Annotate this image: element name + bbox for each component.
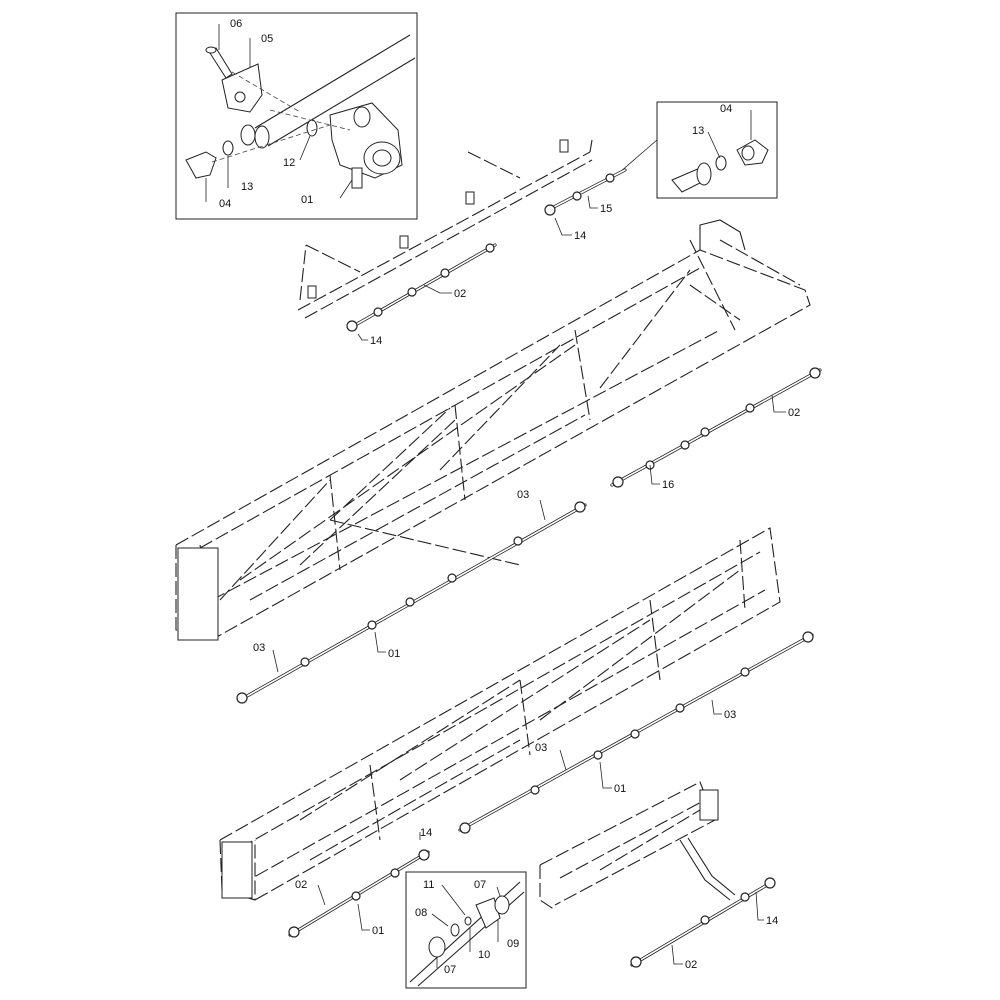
callout-13: 13: [241, 181, 253, 193]
callout-03: 03: [253, 642, 265, 654]
detail-inset-cap: 04 13: [619, 101, 778, 199]
nozzle-icon: [459, 631, 814, 834]
callout-09: 09: [507, 938, 519, 950]
nozzle-icon: [630, 877, 776, 968]
callout-07: 07: [474, 879, 486, 891]
callout-11: 11: [423, 879, 434, 891]
nozzle-icon: [612, 367, 821, 488]
boom-section-outer: [539, 781, 736, 911]
callout-12: 12: [283, 157, 295, 169]
bracket-part: [221, 63, 263, 113]
boom-tip-section: [297, 139, 593, 319]
nozzle-icon: [236, 501, 586, 704]
nozzle-icon: [544, 173, 615, 216]
callout-08: 08: [415, 907, 427, 919]
callout-02: 02: [295, 879, 307, 891]
callout-03: 03: [724, 709, 736, 721]
detail-inset-fitting: 11 07 08 10 09 07: [405, 871, 527, 989]
callout-15: 15: [600, 203, 612, 215]
boom-section-middle: [219, 527, 781, 901]
callout-05: 05: [261, 33, 273, 45]
callout-03: 03: [517, 489, 529, 501]
callout-03: 03: [535, 742, 547, 754]
detail-inset-nozzle-body: 06 05 12 13 04 01: [175, 12, 418, 220]
callout-01: 01: [614, 783, 626, 795]
callouts-main: 15 14 02 14 02 16 03 03 01 03 03 01 14 0…: [253, 195, 800, 971]
callout-02: 02: [788, 407, 800, 419]
callout-06: 06: [230, 18, 242, 30]
callout-14: 14: [574, 230, 586, 242]
callout-02: 02: [685, 959, 697, 971]
callout-01: 01: [301, 194, 313, 206]
callout-14: 14: [370, 335, 382, 347]
nozzle-icon: [346, 243, 495, 332]
callout-04: 04: [720, 103, 732, 115]
boom-section-inner: [175, 219, 811, 641]
nozzle-markers: [236, 173, 821, 968]
callout-14: 14: [420, 827, 432, 839]
detail-inset-frame: [405, 871, 527, 989]
callout-16: 16: [662, 479, 674, 491]
callout-01: 01: [372, 925, 384, 937]
callout-10: 10: [478, 949, 490, 961]
callout-01: 01: [388, 648, 400, 660]
callout-04: 04: [219, 198, 231, 210]
callout-02: 02: [454, 288, 466, 300]
callout-14: 14: [766, 915, 778, 927]
nozzle-icon: [288, 849, 430, 938]
callout-13: 13: [692, 125, 704, 137]
callout-07: 07: [444, 964, 456, 976]
